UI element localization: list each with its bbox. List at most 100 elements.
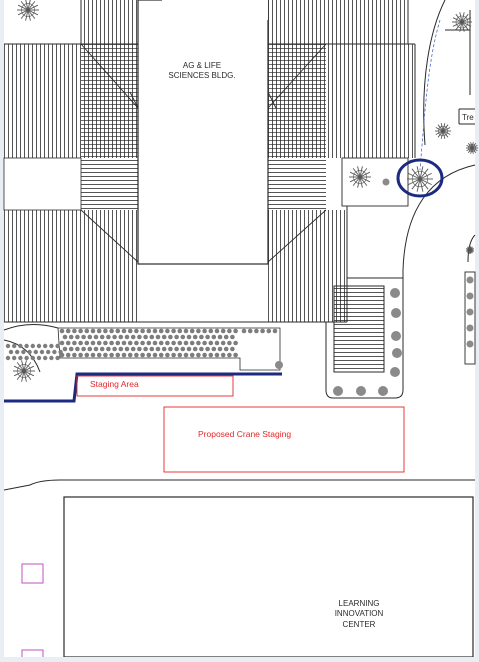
tree-tag-label: Tre xyxy=(462,113,474,122)
shrub-dot xyxy=(152,352,158,358)
shrub-dot xyxy=(72,340,77,346)
shrub-dot xyxy=(152,340,158,346)
shrub-dot xyxy=(391,308,401,318)
shrub-dot xyxy=(137,346,142,352)
shrub-dot xyxy=(220,340,226,346)
shrub-dot xyxy=(466,292,474,300)
shrub-dot xyxy=(87,346,93,352)
shrub-dot xyxy=(93,346,99,352)
shrub-dot xyxy=(55,343,60,349)
shrub-dot xyxy=(208,328,214,334)
shrub-dot xyxy=(199,346,204,352)
stair-landing xyxy=(325,277,404,399)
shrub-dot xyxy=(33,349,38,355)
shrub-dot xyxy=(168,346,173,352)
shrub-dots xyxy=(5,178,474,396)
shrub-dot xyxy=(146,352,152,358)
shrub-dot xyxy=(12,343,17,349)
shrub-dot xyxy=(21,349,26,355)
tree-symbol xyxy=(407,166,433,192)
shrub-dot xyxy=(208,352,214,358)
shrub-dot xyxy=(84,328,90,334)
shrub-dot xyxy=(391,331,401,341)
shrub-dot xyxy=(356,386,366,396)
shrub-dot xyxy=(158,352,164,358)
ag-life-roof xyxy=(3,0,416,323)
shrub-dot xyxy=(134,352,139,358)
shrub-dot xyxy=(171,328,176,334)
south-road-edge xyxy=(3,479,475,491)
shrub-dot xyxy=(183,340,189,346)
shrub-dot xyxy=(390,367,400,377)
shrub-dot xyxy=(174,334,179,340)
shrub-dot xyxy=(202,340,207,346)
shrub-dot xyxy=(27,349,32,355)
shrub-dot xyxy=(81,334,86,340)
shrub-dot xyxy=(46,349,51,355)
west-arc xyxy=(3,339,41,373)
shrub-dot xyxy=(115,352,121,358)
shrub-dot xyxy=(146,328,152,334)
shrub-dot xyxy=(220,328,226,334)
shrub-dot xyxy=(266,328,272,334)
shrub-dot xyxy=(272,328,278,334)
shrub-dot xyxy=(189,352,195,358)
shrub-dot xyxy=(90,328,96,334)
shrub-dot xyxy=(165,340,170,346)
learning-center-label-line3: CENTER xyxy=(343,620,376,629)
shrub-dot xyxy=(143,334,148,340)
shrub-dot xyxy=(118,346,124,352)
staging-area-box xyxy=(76,375,234,397)
shrub-dot xyxy=(130,334,136,340)
shrub-dot xyxy=(196,352,201,358)
shrub-dot xyxy=(275,361,283,369)
shrub-dot xyxy=(96,340,102,346)
shrub-dot xyxy=(392,348,402,358)
shrub-dot xyxy=(5,355,11,361)
shrub-dot xyxy=(382,178,390,186)
east-planter-beds xyxy=(464,271,476,365)
shrub-dot xyxy=(202,328,207,334)
shrub-dot xyxy=(223,334,229,340)
shrub-dot xyxy=(103,340,108,346)
shrub-dot xyxy=(127,328,133,334)
shrub-dot xyxy=(65,340,71,346)
shrub-dot xyxy=(158,340,164,346)
shrub-dot xyxy=(78,328,83,334)
shrub-dot xyxy=(65,328,71,334)
shrub-dot xyxy=(75,334,80,340)
shrub-dot xyxy=(217,346,223,352)
shrub-dot xyxy=(103,352,108,358)
shrub-dot xyxy=(134,340,139,346)
shrub-dot xyxy=(109,328,114,334)
shrub-dot xyxy=(149,334,155,340)
shrub-dot xyxy=(36,355,42,361)
shrub-dot xyxy=(233,328,238,334)
shrub-dot xyxy=(140,328,145,334)
shrub-dot xyxy=(127,340,133,346)
shrub-dot xyxy=(149,346,155,352)
shrub-dot xyxy=(137,334,142,340)
shrub-dot xyxy=(168,334,173,340)
shrub-dot xyxy=(233,340,238,346)
shrub-dot xyxy=(140,340,145,346)
shrub-dot xyxy=(36,343,42,349)
tree-symbol xyxy=(13,360,35,382)
shrub-dot xyxy=(466,276,474,284)
shrub-dot xyxy=(55,355,60,361)
shrub-dot xyxy=(12,355,17,361)
shrub-dot xyxy=(161,346,167,352)
shrub-dot xyxy=(65,352,71,358)
shrub-dot xyxy=(217,334,223,340)
shrub-dot xyxy=(59,340,65,346)
shrub-dot xyxy=(466,308,474,316)
learning-center-label-line2: INNOVATION xyxy=(335,609,384,618)
shrub-dot xyxy=(81,346,86,352)
shrub-dot xyxy=(49,355,54,361)
learning-center-label-line1: LEARNING xyxy=(339,599,380,608)
shrub-dot xyxy=(68,334,74,340)
shrub-dot xyxy=(39,349,45,355)
shrub-dot xyxy=(43,355,48,361)
shrub-dot xyxy=(260,328,265,334)
shrub-dot xyxy=(205,334,210,340)
